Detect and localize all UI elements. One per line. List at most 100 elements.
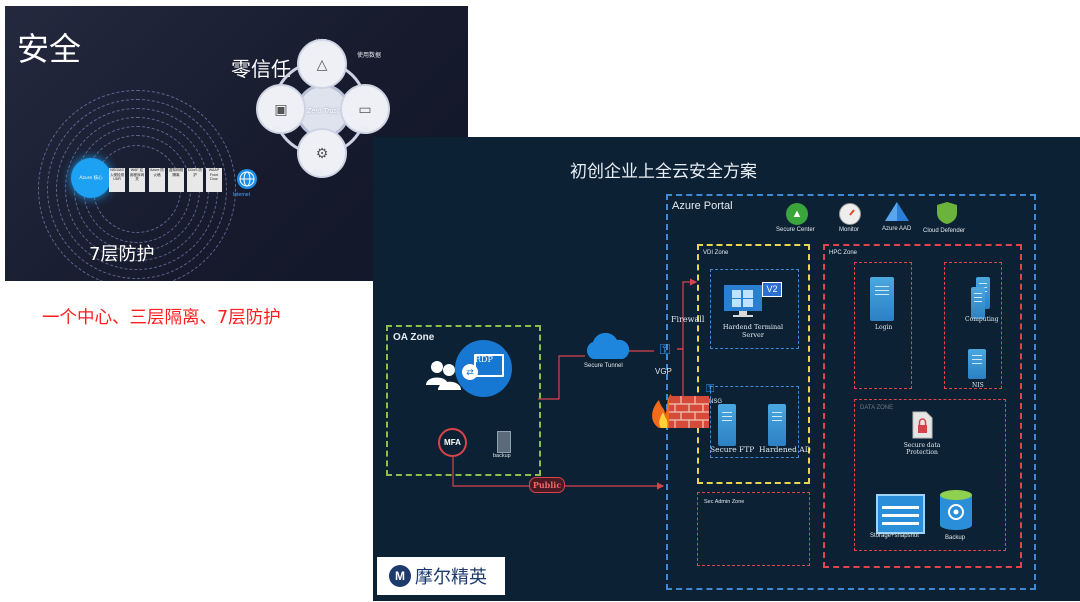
firewall-label: Firewall: [671, 315, 705, 324]
nis-label: NIS: [972, 382, 984, 389]
cloud-icon: [587, 333, 630, 359]
protection-ring-7: [38, 90, 236, 281]
users-icon: [426, 361, 461, 390]
v2-badge: V2: [762, 282, 782, 297]
azure-portal-zone: [666, 194, 1036, 590]
nsg-label: NSG: [709, 399, 723, 405]
windows-monitor-icon: [724, 285, 762, 317]
gauge-icon: [839, 203, 861, 225]
secure-data-protection-label: Secure data Protection: [897, 442, 947, 456]
compute-box: [944, 262, 1002, 389]
layer-box-6: WAAP Front Door: [206, 168, 222, 192]
rdp-label: RDP: [475, 355, 493, 364]
azure-core-label: Azure 核心: [79, 176, 103, 181]
secure-center-label: Secure Center: [776, 227, 815, 233]
data-zone-label: DATA ZONE: [860, 405, 894, 411]
connector-lines: [452, 278, 711, 490]
firewall-icon: [652, 394, 709, 428]
id-card-icon: ▣: [274, 100, 288, 117]
brand-name: 摩尔精英: [415, 567, 487, 588]
brand-logo: M 摩尔精英: [377, 557, 505, 595]
zero-trust-label-data: 使用数据: [357, 52, 382, 59]
hardend-terminal-label: Hardend Terminal Server: [718, 323, 788, 339]
zero-trust-title: 零信任: [231, 57, 291, 81]
architecture-title: 初创企业上全云安全方案: [570, 162, 757, 182]
vdi-zone: [697, 244, 810, 484]
secure-ftp-label: Secure FTP: [710, 445, 755, 454]
brand-mark-text: M: [395, 569, 405, 583]
layer-box-3: Azure 防火墙: [149, 168, 165, 192]
zero-trust-label-device: 设备: [357, 126, 370, 133]
mfa-label: MFA: [444, 438, 461, 447]
slide-caption: 一个中心、三层隔离、7层防护: [42, 308, 281, 328]
monitor-label: Monitor: [839, 227, 860, 233]
seven-layer-label: 7层防护: [89, 244, 155, 265]
zero-trust-label-service: 服务: [313, 170, 326, 177]
mfa-badge: MFA: [438, 428, 467, 457]
rdp-arrows-icon: ⇄: [462, 364, 478, 380]
sec-admin-zone: [697, 492, 810, 566]
vgp-lock-icon: ⚿: [659, 341, 671, 357]
login-box: [854, 262, 912, 389]
device-icon: ▭: [358, 100, 372, 117]
shield-icon: [937, 202, 957, 224]
layer-box-2: WAF 应用程序网关: [129, 168, 145, 192]
hpc-zone-label: HPC Zone: [829, 250, 858, 256]
zero-trust-node-access: △: [297, 39, 347, 89]
zero-trust-node-identity: ▣: [256, 84, 306, 134]
computing-server-icon-2: [971, 287, 985, 319]
oa-zone: [386, 325, 541, 476]
storage-snapshot-label: Storage+snapshot: [870, 533, 919, 539]
login-server-icon: [870, 277, 894, 321]
zero-trust-center-label: Zero Trust: [307, 107, 339, 115]
vgp-label: VGP: [655, 367, 672, 376]
data-zone: [854, 399, 1006, 551]
terminal-server-box: [710, 269, 799, 349]
cloud-defender-label: Cloud Defender: [923, 228, 966, 234]
azure-core-circle: Azure 核心: [71, 158, 111, 198]
ftp-ad-box: [710, 386, 799, 458]
backup-database-icon: [940, 490, 972, 530]
brand-mark-icon: M: [389, 565, 411, 587]
rdp-icon: RDP ⇄: [455, 340, 512, 397]
hardened-ad-label: Hardened AD: [759, 445, 811, 454]
zero-trust-label-identity: 身份: [271, 126, 284, 133]
azure-aad-label: Azure AAD: [882, 226, 912, 232]
layer-box-5: DDoS 防护: [187, 168, 203, 192]
secure-tunnel-label: Secure Tunnel: [584, 363, 623, 369]
nis-server-icon: [968, 349, 986, 379]
ad-server-icon: [768, 404, 786, 446]
public-badge: Public: [529, 477, 565, 493]
layer-box-4: 虚拟网络隔离: [168, 168, 184, 192]
secure-doc-icon: [912, 411, 933, 439]
oa-zone-label: OA Zone: [393, 332, 435, 343]
computing-label: Computing: [965, 316, 999, 323]
login-label: Login: [875, 324, 893, 331]
internet-label: Internet: [233, 192, 250, 198]
hardend-terminal-text: Hardend Terminal Server: [722, 323, 784, 339]
gear-icon: ⚙: [315, 144, 329, 161]
ftp-server-icon: [718, 404, 736, 446]
public-label: Public: [532, 480, 562, 490]
azure-portal-label: Azure Portal: [672, 200, 733, 212]
triangle-icon: △: [316, 55, 328, 72]
backup-left-label: backup: [493, 453, 511, 459]
secure-data-protection-text: Secure data Protection: [903, 442, 941, 456]
aad-pyramid-icon: [885, 202, 909, 221]
hpc-zone: [823, 244, 1022, 568]
protection-ring-6: [47, 99, 227, 279]
backup-right-label: Backup: [945, 535, 966, 541]
cloud-security-architecture-slide: 初创企业上全云安全方案 Azure Portal ▲ Secure Center…: [373, 137, 1080, 601]
vdi-zone-label: VDI Zone: [703, 250, 729, 256]
lock-icon: ▲: [786, 203, 808, 225]
zero-trust-node-device: ▭: [340, 84, 390, 134]
zero-trust-node-service: ⚙: [297, 128, 347, 178]
zero-trust-label-access: 访问: [315, 39, 328, 46]
sec-admin-zone-label: Sec Admin Zone: [704, 499, 745, 505]
slide-title: 安全: [17, 30, 82, 68]
backup-tower-icon: [497, 431, 511, 453]
storage-icon: [876, 494, 925, 534]
layer-box-1: NSG/AS 入侵检测 UDR: [109, 168, 125, 192]
nsg-lock-icon: ⚿: [706, 383, 715, 395]
globe-icon: [237, 169, 257, 189]
